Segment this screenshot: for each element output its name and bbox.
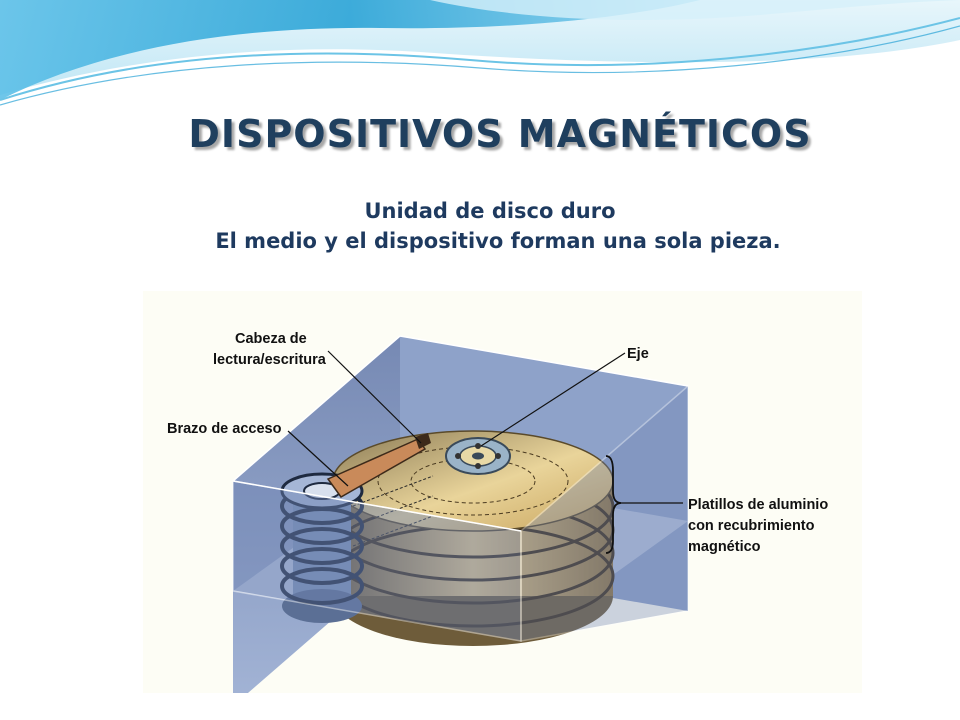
slide-subtitle-line2: El medio y el dispositivo forman una sol… [215, 229, 781, 253]
label-spindle: Eje [627, 346, 649, 362]
read-write-head [415, 433, 431, 449]
label-platters-line1: Platillos de aluminio [688, 497, 828, 513]
casing-right-wall [520, 384, 689, 642]
leader-line-head [327, 350, 422, 444]
slide-subtitle-line1: Unidad de disco duro [364, 199, 616, 223]
leader-line-spindle [480, 352, 626, 447]
label-head-line2: lectura/escritura [213, 352, 327, 368]
label-arm: Brazo de acceso [167, 421, 282, 437]
label-head-line1: Cabeza de [235, 331, 307, 347]
label-platters-line3: magnético [688, 539, 761, 555]
slide-title: DISPOSITIVOS MAGNÉTICOS [188, 112, 812, 156]
leader-line-arm [287, 430, 349, 487]
decorative-wave-header [0, 0, 960, 106]
hard-disk-diagram: Cabeza de lectura/escritura Brazo de acc… [143, 291, 862, 693]
hard-disk-illustration: Cabeza de lectura/escritura Brazo de acc… [167, 331, 828, 693]
access-arm [326, 438, 427, 498]
label-platters-line2: con recubrimiento [688, 518, 815, 534]
